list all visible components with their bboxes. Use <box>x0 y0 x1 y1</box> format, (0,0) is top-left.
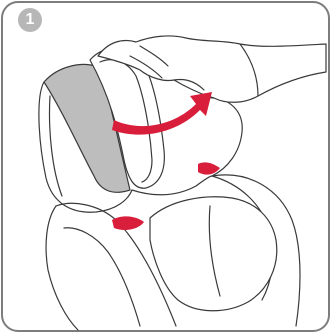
step-number: 1 <box>26 12 35 28</box>
step-number-badge: 1 <box>18 8 42 32</box>
